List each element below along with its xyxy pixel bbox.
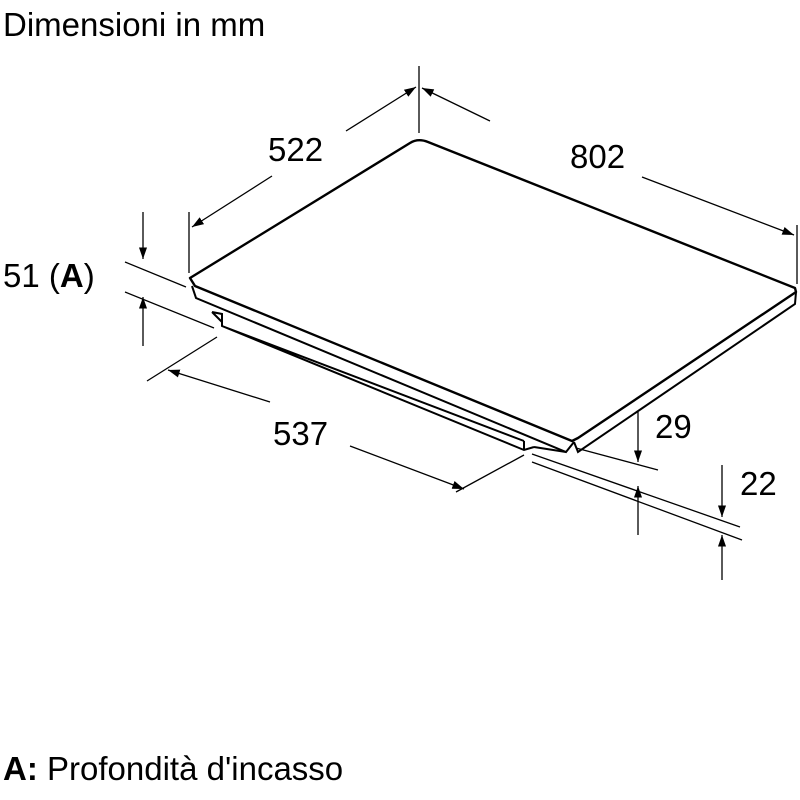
extension-lines (124, 66, 798, 541)
hob-front-edge (191, 285, 575, 454)
legend: A: Profondità d'incasso (3, 752, 343, 785)
hob-body (211, 311, 535, 452)
lower-height-label: 22 (740, 465, 777, 502)
legend-text: Profondità d'incasso (47, 750, 344, 787)
width-label: 802 (570, 138, 625, 175)
depth-label: 522 (268, 131, 323, 168)
legend-key: A: (3, 750, 38, 787)
hob-body-side (523, 441, 567, 453)
hob-right-edge (573, 291, 797, 454)
frame-height-label: 29 (655, 408, 692, 445)
dimension-lines (138, 86, 795, 580)
hob-top-surface (188, 139, 798, 443)
cutout-depth-label: 537 (273, 415, 328, 452)
diagram-title: Dimensioni in mm (3, 6, 266, 43)
built-in-depth-label: 51 (A) (3, 257, 95, 294)
